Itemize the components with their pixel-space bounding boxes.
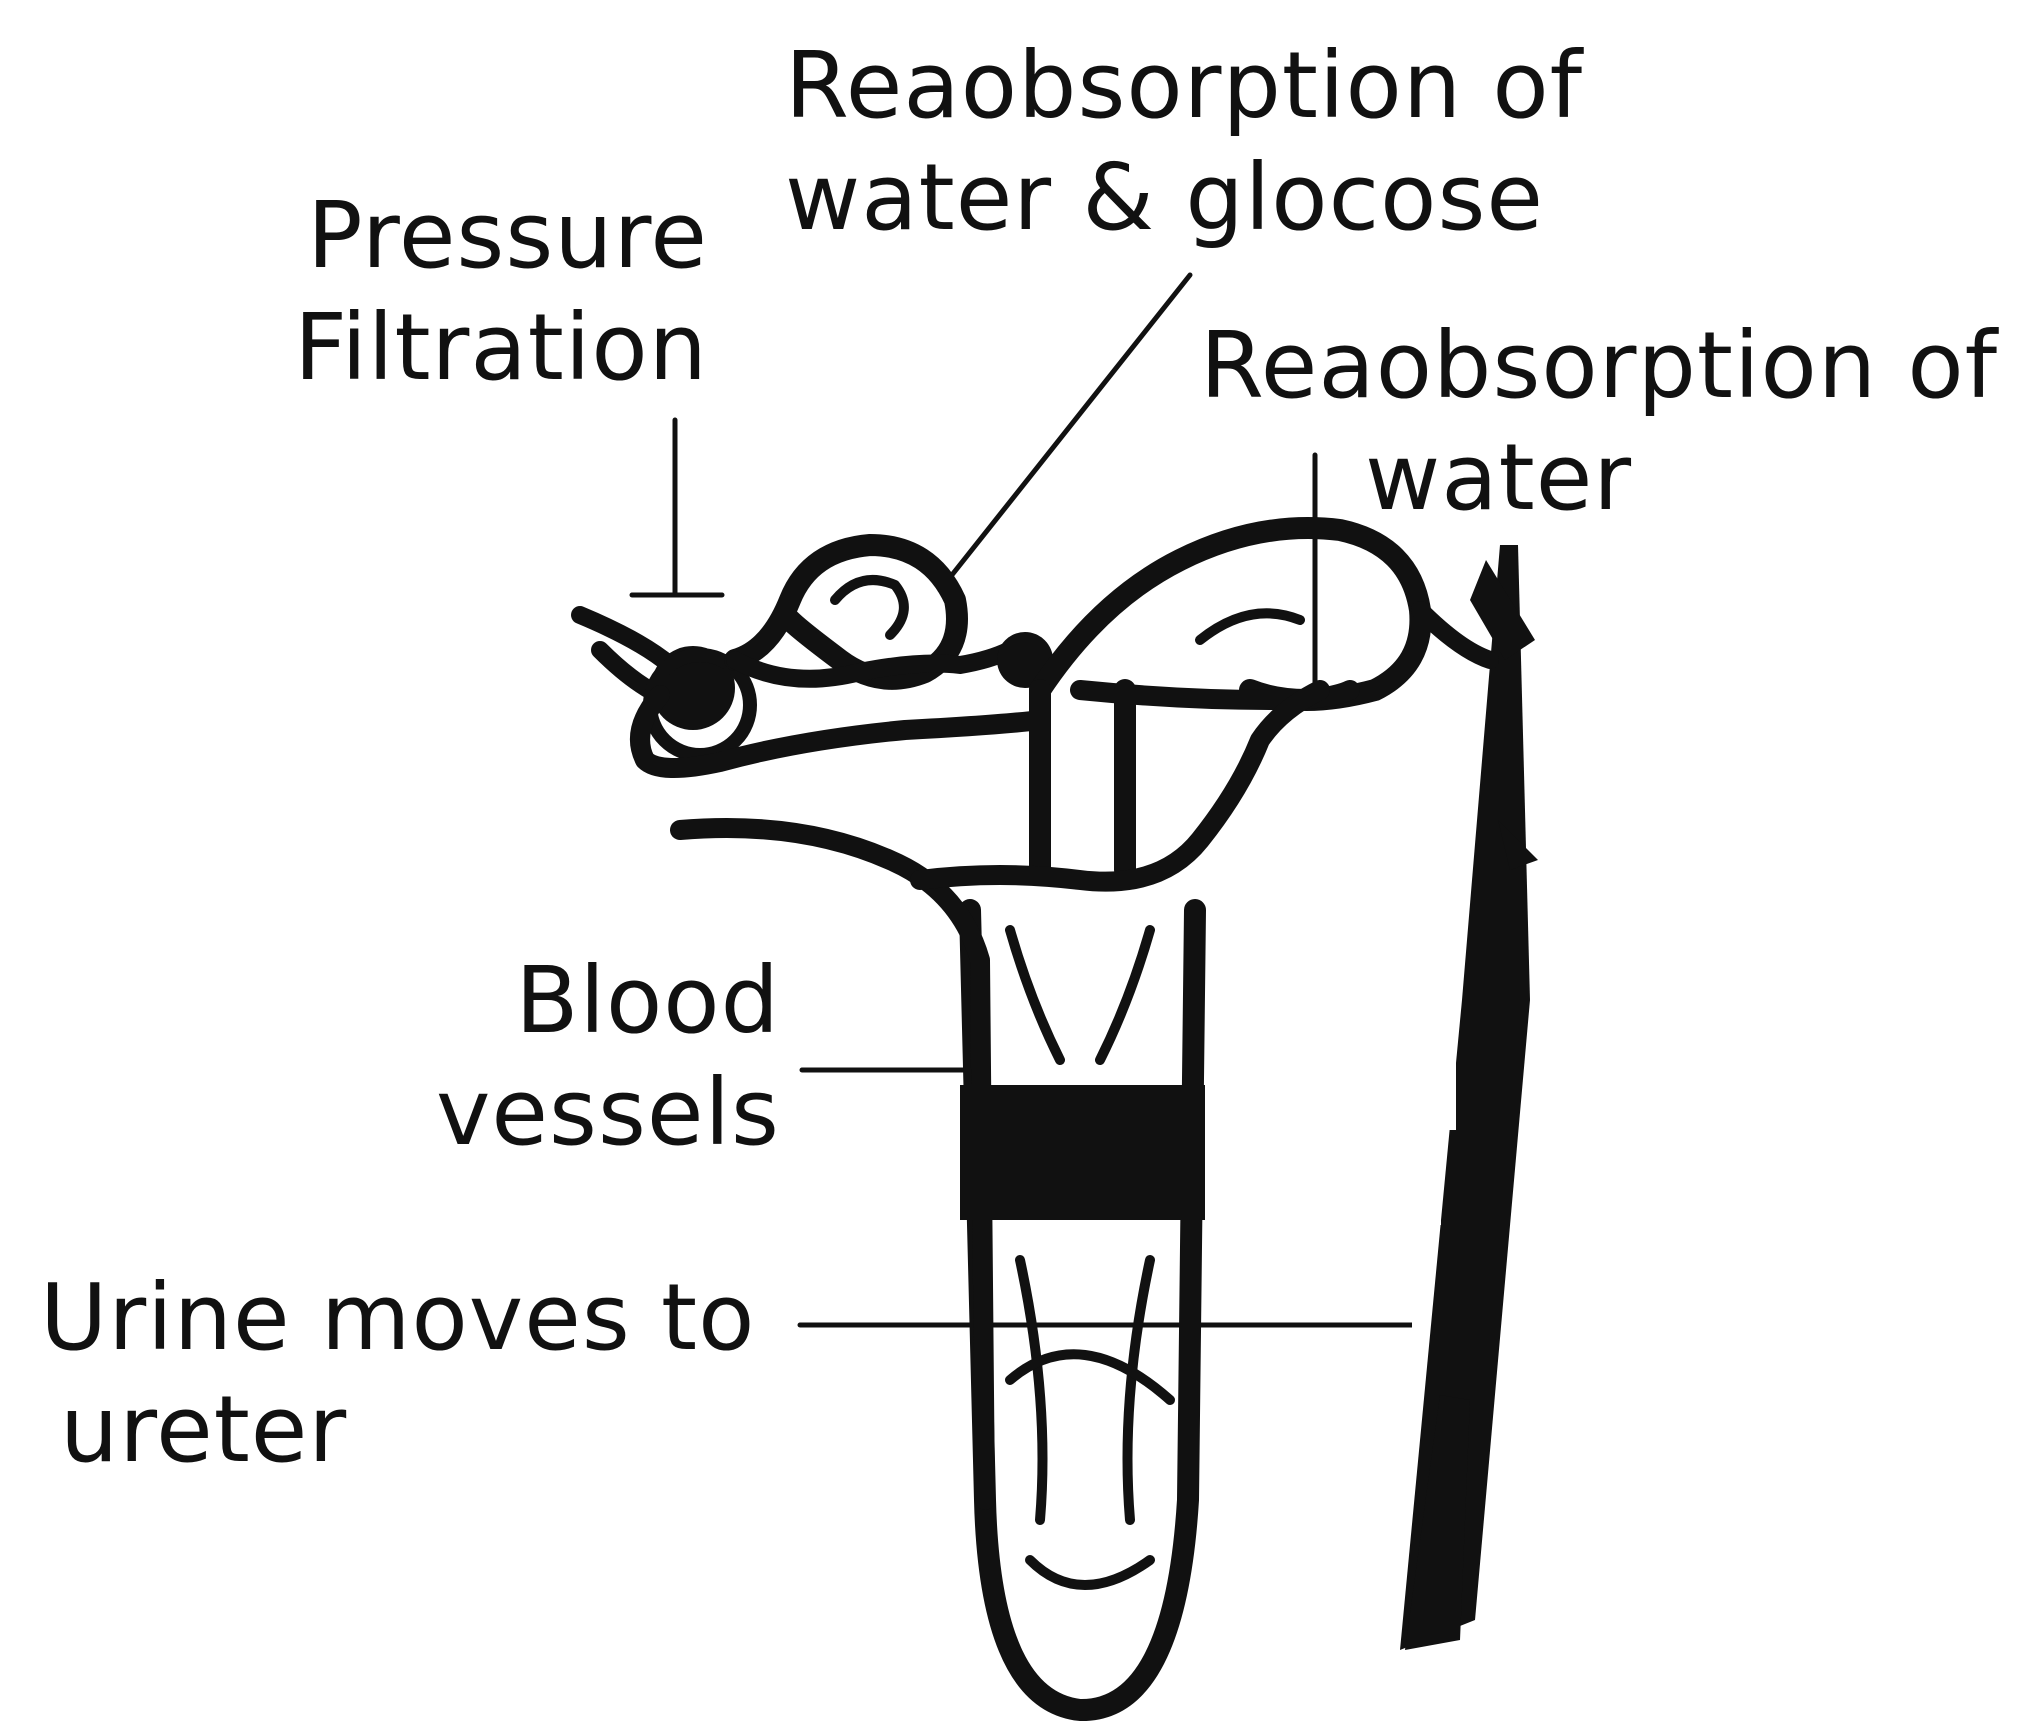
label-blood-vessels-line-1: Blood [380,945,780,1057]
label-reabsorption-water-glucose: Reaobsorption of water & glocose [785,30,1583,254]
leader-reabsorption-water-glucose [940,275,1190,590]
label-reabsorption-water-glucose-line-2: water & glocose [785,142,1583,254]
label-urine: Urine moves to ureter [40,1262,755,1486]
blood-vessel-band [960,1085,1205,1220]
label-blood-vessels-line-2: vessels [380,1057,780,1169]
label-pressure-filtration-line-1: Pressure [268,180,708,292]
label-urine-line-2: ureter [40,1374,755,1486]
label-reabsorption-water-glucose-line-1: Reaobsorption of [785,30,1583,142]
distal-tubule [1040,528,1420,700]
label-reabsorption-water-line-2: water [1200,422,1998,534]
label-pressure-filtration: Pressure Filtration [268,180,708,404]
capillary-tangle [735,650,1010,679]
label-reabsorption-water: Reaobsorption of water [1200,310,1998,534]
proximal-inner [835,580,904,635]
label-urine-line-1: Urine moves to [40,1262,755,1374]
label-blood-vessels: Blood vessels [380,945,780,1169]
collecting-duct [1400,545,1538,1650]
duct-branch [1420,610,1490,660]
label-reabsorption-water-line-1: Reaobsorption of [1200,310,1998,422]
loop-capillaries [1010,930,1170,1585]
distal-inner [1200,613,1300,640]
label-pressure-filtration-line-2: Filtration [268,292,708,404]
